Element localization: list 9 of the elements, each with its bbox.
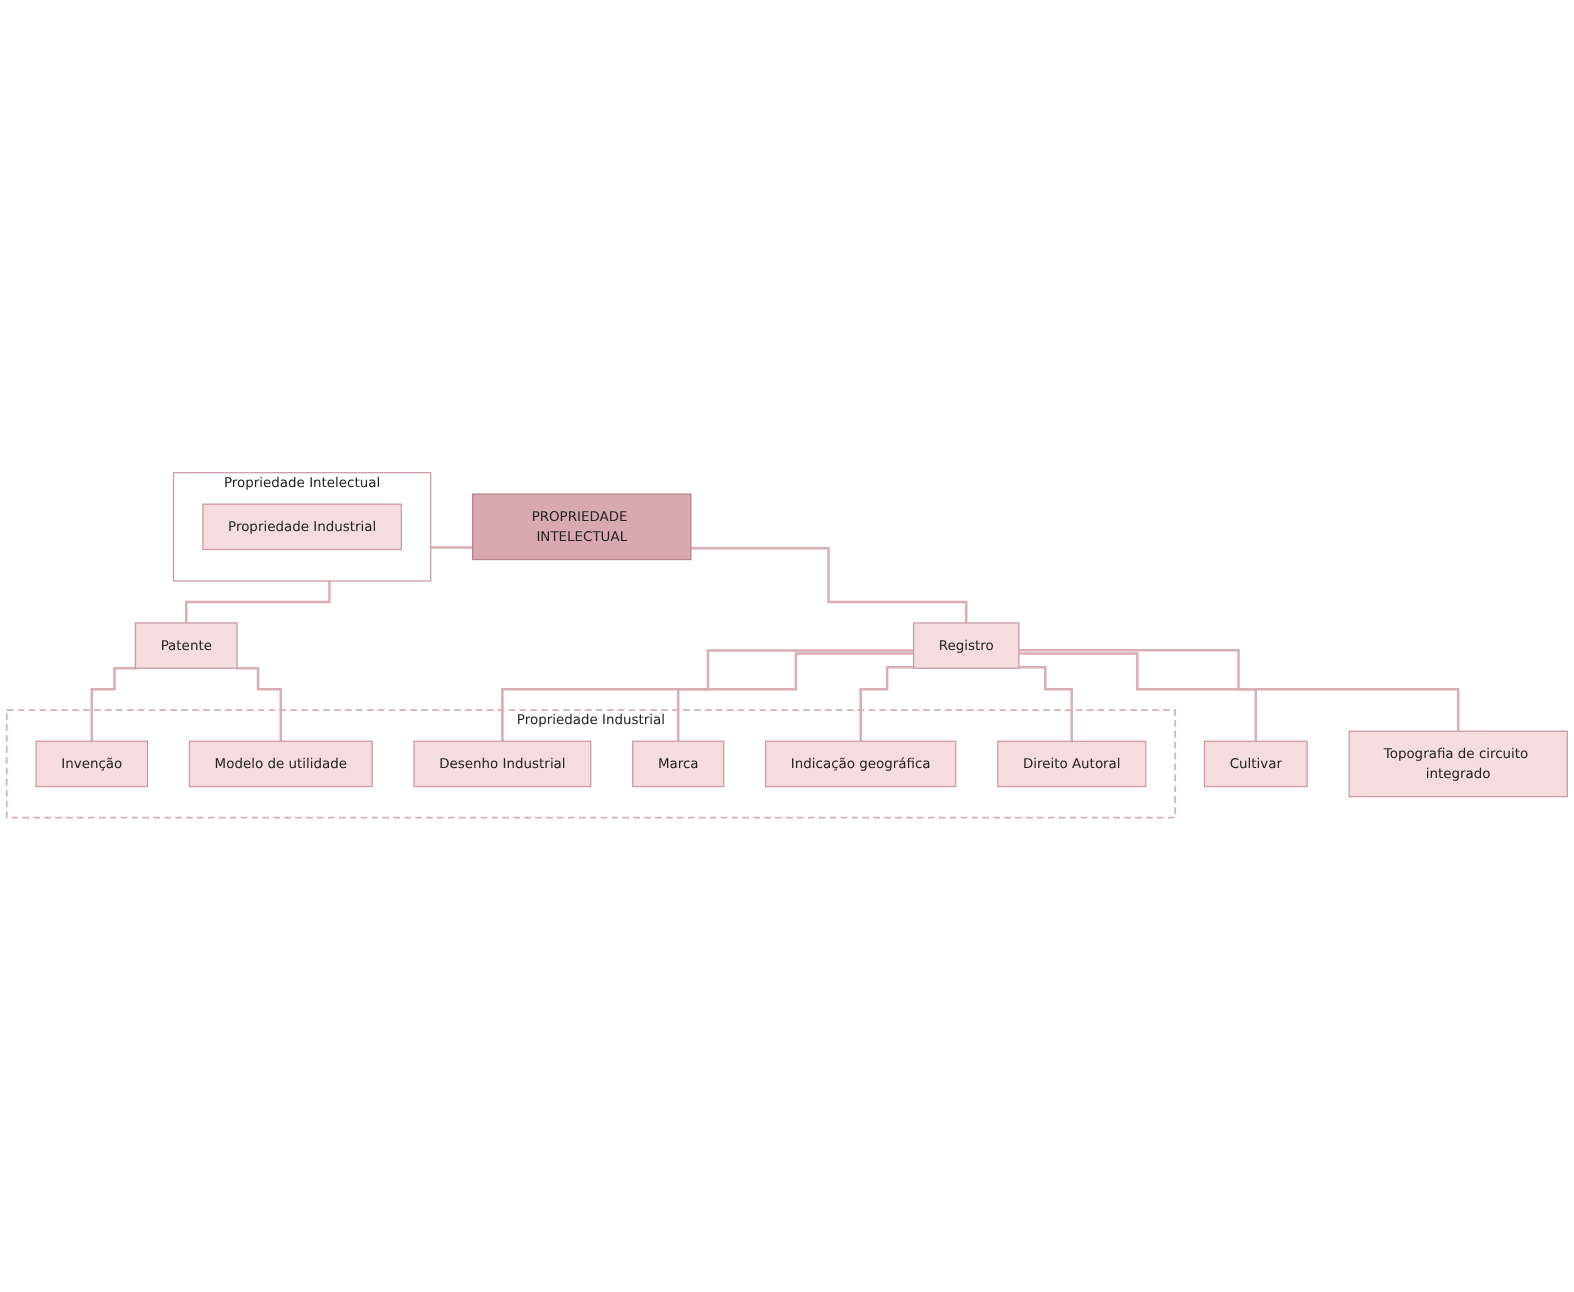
connector: [1018, 649, 1460, 734]
connector: [235, 667, 282, 744]
connector: [90, 667, 138, 744]
connector: [1018, 653, 1258, 744]
connector: [676, 653, 914, 744]
connector: [501, 650, 914, 744]
connector: [690, 547, 968, 625]
connector: [1018, 666, 1073, 744]
connector: [859, 666, 914, 744]
